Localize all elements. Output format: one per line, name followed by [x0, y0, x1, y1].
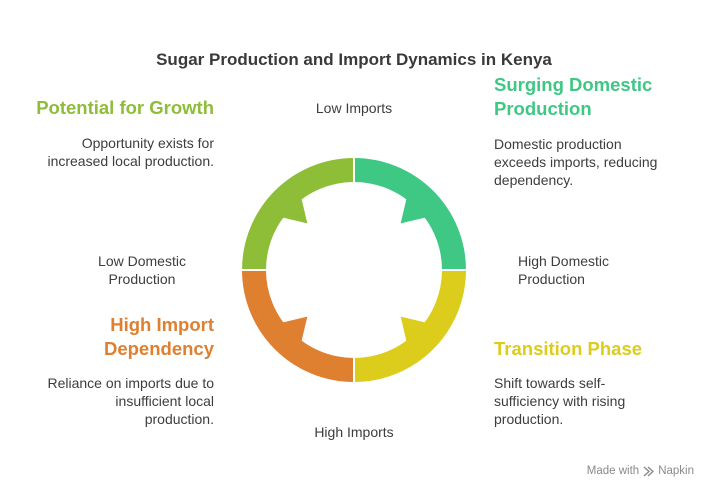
desc-potential-for-growth: Opportunity exists for increased local p…: [47, 135, 214, 169]
heading-surging-domestic-production: Surging Domestic Production: [494, 74, 653, 119]
segment-bottom-left: [242, 270, 354, 382]
heading-transition-phase: Transition Phase: [494, 338, 643, 359]
axis-label-high-imports: High Imports: [314, 424, 394, 440]
axis-label-low-imports: Low Imports: [315, 100, 393, 116]
desc-high-import-dependency: Reliance on imports due to insufficient …: [47, 375, 214, 427]
segment-top-left-arrowhead: [259, 175, 308, 224]
made-with-label: Made with: [586, 465, 640, 477]
heading-potential-for-growth: Potential for Growth: [36, 97, 214, 118]
segment-top-left: [242, 158, 354, 270]
made-with-napkin-badge[interactable]: Made with Napkin: [587, 465, 694, 477]
axis-label-low-domestic-production: Low Domestic Production: [98, 253, 186, 287]
napkin-logo-icon: [643, 465, 655, 477]
segment-bottom-right: [354, 270, 466, 382]
desc-transition-phase: Shift towards self- sufficiency with ris…: [494, 375, 626, 427]
diagram-title: Sugar Production and Import Dynamics in …: [156, 50, 552, 69]
segment-top-right: [354, 158, 466, 270]
desc-surging-domestic-production: Domestic production exceeds imports, red…: [494, 136, 658, 188]
segment-top-right-arrowhead: [400, 175, 449, 224]
napkin-brand-label: Napkin: [658, 465, 694, 477]
segment-bottom-left-arrowhead: [259, 316, 308, 365]
heading-high-import-dependency: High Import Dependency: [103, 314, 214, 359]
axis-label-high-domestic-production: High Domestic Production: [518, 253, 610, 287]
segment-bottom-right-arrowhead: [400, 316, 449, 365]
cycle-diagram: [241, 157, 467, 383]
